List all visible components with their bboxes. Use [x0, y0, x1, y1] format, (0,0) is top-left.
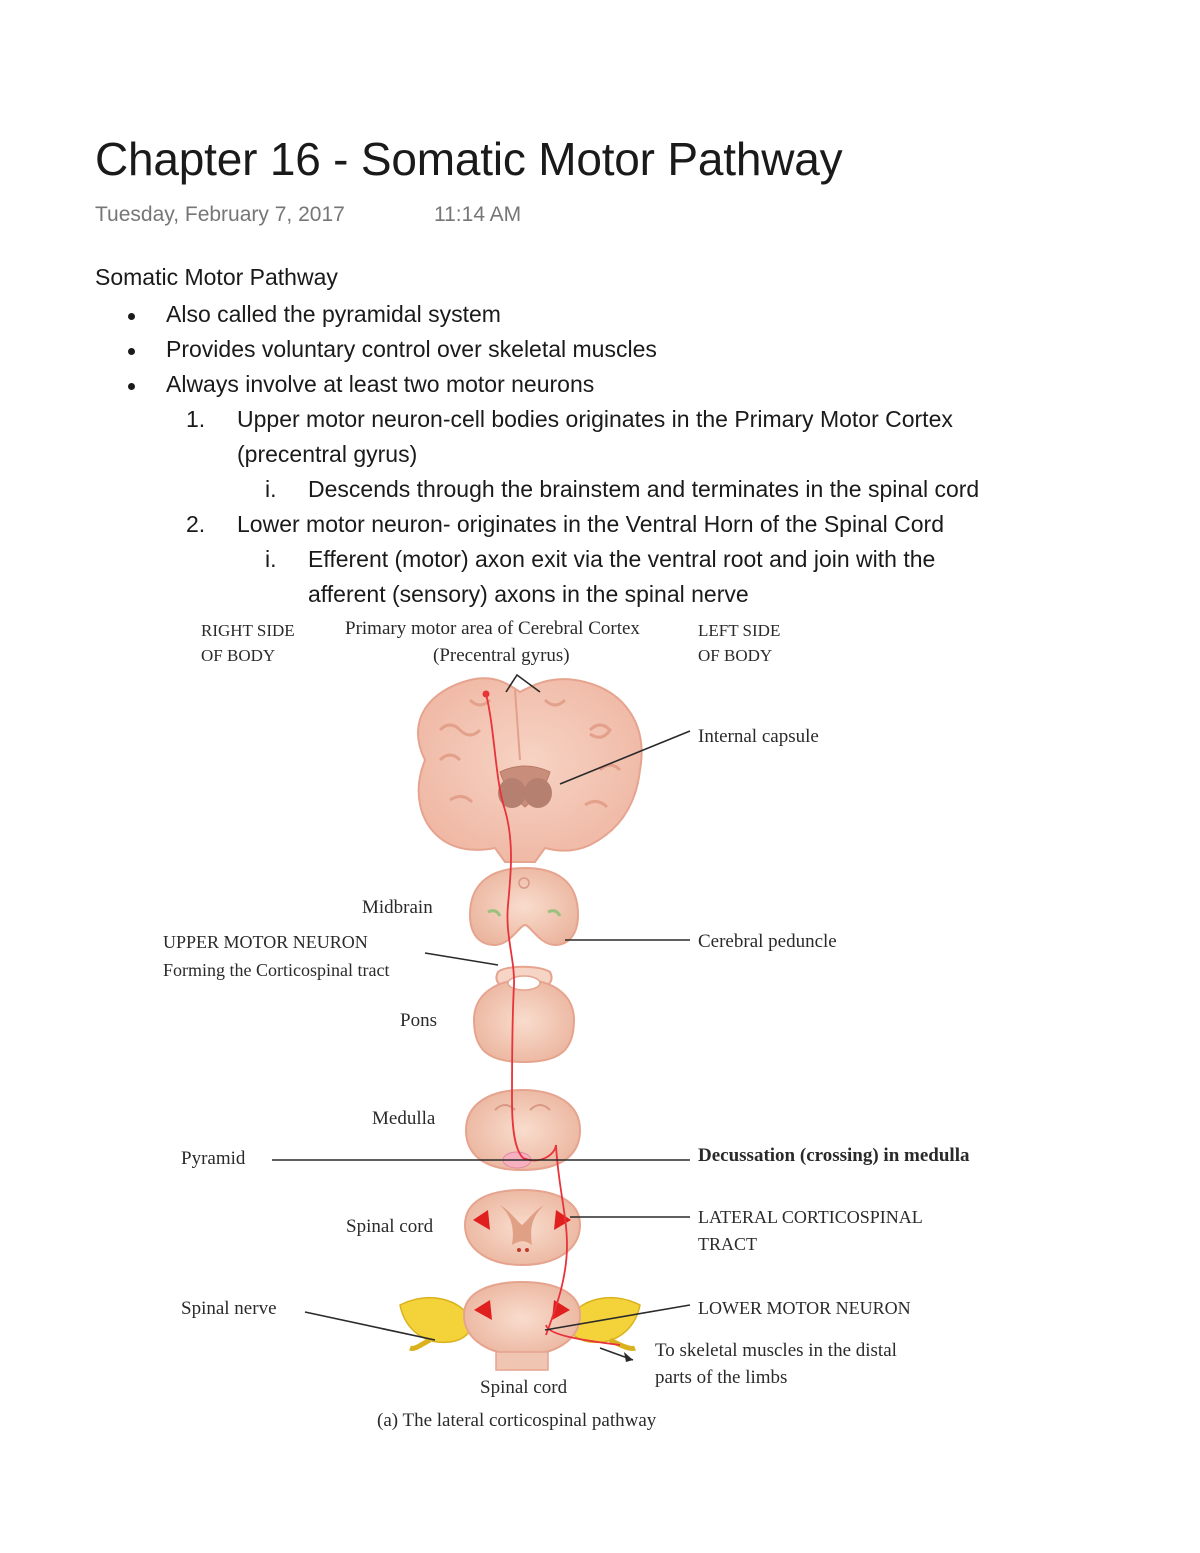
label-primary-motor-2: (Precentral gyrus) [433, 645, 570, 666]
muscle-arrow-head [624, 1352, 633, 1362]
label-decussation: Decussation (crossing) in medulla [698, 1145, 970, 1166]
label-primary-motor-1: Primary motor area of Cerebral Cortex [345, 618, 640, 639]
page-time: 11:14 AM [434, 203, 521, 227]
label-spinal-cord-bottom: Spinal cord [480, 1377, 568, 1398]
sub-list-item: Efferent (motor) axon exit via the ventr… [308, 542, 935, 577]
label-lateral-tract-1: LATERAL CORTICOSPINAL [698, 1207, 923, 1227]
label-to-muscles-1: To skeletal muscles in the distal [655, 1340, 897, 1361]
label-spinal-cord-mid: Spinal cord [346, 1216, 434, 1237]
page-date: Tuesday, February 7, 2017 [95, 203, 345, 227]
bullet-marker [128, 368, 135, 403]
bullet-item: Provides voluntary control over skeletal… [166, 332, 657, 367]
bullet-marker [128, 333, 135, 368]
label-right-side-1: RIGHT SIDE [201, 621, 295, 640]
section-heading: Somatic Motor Pathway [95, 264, 338, 291]
label-left-side-1: LEFT SIDE [698, 621, 780, 640]
bullet-item: Always involve at least two motor neuron… [166, 367, 594, 402]
bullet-marker [128, 298, 135, 333]
sub-list-number: i. [265, 472, 277, 507]
label-to-muscles-2: parts of the limbs [655, 1367, 787, 1388]
list-item-continuation: (precentral gyrus) [237, 437, 417, 472]
label-right-side-2: OF BODY [201, 646, 275, 665]
label-cerebral-peduncle: Cerebral peduncle [698, 931, 837, 952]
label-lower-motor-neuron: LOWER MOTOR NEURON [698, 1298, 911, 1318]
upper-motor-neuron-cell-body [483, 691, 490, 698]
list-item: Lower motor neuron- originates in the Ve… [237, 507, 944, 542]
label-left-side-2: OF BODY [698, 646, 772, 665]
pons-section [474, 967, 574, 1062]
list-number: 1. [186, 402, 205, 437]
sub-list-item: Descends through the brainstem and termi… [308, 472, 979, 507]
list-number: 2. [186, 507, 205, 542]
label-lateral-tract-2: TRACT [698, 1234, 757, 1254]
label-pyramid: Pyramid [181, 1148, 246, 1169]
corticospinal-pathway-figure: RIGHT SIDE OF BODY Primary motor area of… [150, 610, 1050, 1440]
bullet-item: Also called the pyramidal system [166, 297, 501, 332]
label-pons: Pons [400, 1010, 437, 1031]
label-forming-tract: Forming the Corticospinal tract [163, 960, 389, 980]
label-upper-motor-neuron: UPPER MOTOR NEURON [163, 932, 368, 952]
brain-section [418, 678, 642, 862]
page-title: Chapter 16 - Somatic Motor Pathway [95, 132, 842, 186]
spinal-cord-with-nerves [400, 1282, 640, 1370]
midbrain-section [470, 868, 578, 945]
sub-list-item-continuation: afferent (sensory) axons in the spinal n… [308, 577, 749, 612]
label-medulla: Medulla [372, 1108, 436, 1129]
label-midbrain: Midbrain [362, 897, 433, 918]
label-internal-capsule: Internal capsule [698, 726, 819, 747]
figure-caption: (a) The lateral corticospinal pathway [377, 1410, 657, 1431]
label-spinal-nerve: Spinal nerve [181, 1298, 277, 1319]
list-item: Upper motor neuron-cell bodies originate… [237, 402, 953, 437]
sub-list-number: i. [265, 542, 277, 577]
